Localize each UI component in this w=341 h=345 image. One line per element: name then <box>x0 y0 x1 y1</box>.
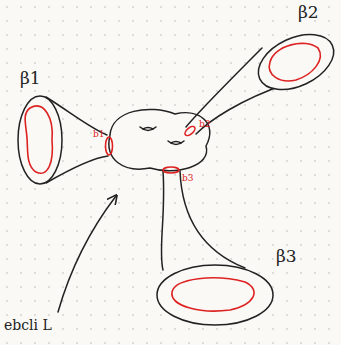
boundary-label: β3 <box>276 248 297 265</box>
curve-label: b1 <box>93 130 105 139</box>
curve-label: b2 <box>199 120 211 129</box>
curve-label: b3 <box>182 174 194 183</box>
boundary-label: β2 <box>298 4 319 21</box>
annotation-text: ebcli L <box>4 318 52 332</box>
boundary-label: β1 <box>20 70 41 87</box>
